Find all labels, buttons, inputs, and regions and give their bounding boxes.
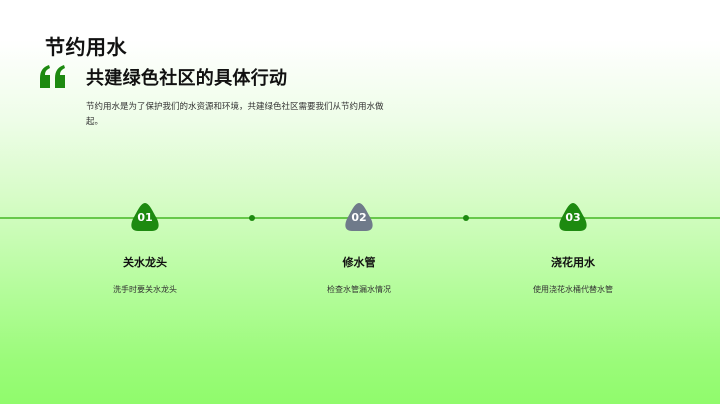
intro-paragraph: 节约用水是为了保护我们的水资源和环境，共建绿色社区需要我们从节约用水做起。: [86, 102, 384, 127]
step-title: 修水管: [342, 256, 376, 269]
rounded-triangle-icon: [345, 203, 373, 231]
step-description: 使用浇花水桶代替水管: [533, 285, 613, 294]
step-item-3: 浇花用水 使用浇花水桶代替水管: [493, 254, 653, 295]
step-number: 03: [565, 211, 581, 224]
step-title: 浇花用水: [551, 256, 595, 269]
slide-title: 节约用水: [45, 35, 127, 59]
step-item-2: 修水管 检查水管漏水情况: [279, 254, 439, 295]
rounded-triangle-icon: [559, 203, 587, 231]
step-title: 关水龙头: [123, 256, 167, 269]
step-description: 检查水管漏水情况: [327, 285, 391, 294]
quote-open-icon: [38, 64, 68, 90]
step-badge-03: 03: [558, 202, 588, 232]
slide-subtitle: 共建绿色社区的具体行动: [86, 68, 288, 89]
rounded-triangle-icon: [131, 203, 159, 231]
timeline-dot: [249, 215, 255, 221]
step-item-1: 关水龙头 洗手时要关水龙头: [65, 254, 225, 295]
timeline-dot: [463, 215, 469, 221]
step-badge-02: 02: [344, 202, 374, 232]
step-number: 01: [137, 211, 153, 224]
step-description: 洗手时要关水龙头: [113, 285, 177, 294]
step-badge-01: 01: [130, 202, 160, 232]
step-number: 02: [351, 211, 367, 224]
